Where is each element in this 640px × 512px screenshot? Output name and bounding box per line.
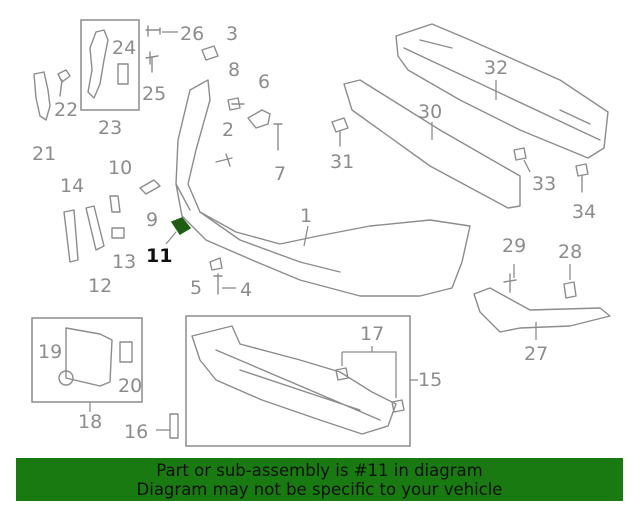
callout-16: 16 [124, 421, 148, 443]
bolt-part-4 [213, 273, 223, 295]
banner-line-2: Diagram may not be specific to your vehi… [136, 479, 503, 499]
clip-part-10 [109, 195, 121, 213]
callout-26: 26 [180, 23, 204, 45]
clip-part-31 [331, 117, 349, 147]
callout-28: 28 [558, 241, 582, 263]
strip-part-14 [63, 209, 79, 263]
callout-22: 22 [54, 99, 78, 121]
bolt-part-33 [513, 147, 527, 161]
callout-21: 21 [32, 143, 56, 165]
undercover-detail [215, 349, 381, 421]
bolt-part-8 [227, 97, 245, 111]
callout-7: 7 [274, 163, 286, 185]
callout-5: 5 [190, 277, 202, 299]
callout-3: 3 [226, 23, 238, 45]
bumper-cover-part-1 [175, 79, 471, 297]
reinforcement-detail [403, 39, 601, 141]
group-box-23 [80, 19, 140, 111]
clip-part-13 [111, 227, 125, 239]
callout-4: 4 [240, 279, 252, 301]
clip-part-24 [117, 63, 129, 85]
bracket-part-18 [65, 327, 113, 387]
callout-18: 18 [78, 411, 102, 433]
banner-line-1: Part or sub-assembly is #11 in diagram [156, 460, 483, 480]
callout-14: 14 [60, 175, 84, 197]
callout-29: 29 [502, 235, 526, 257]
clip-part-17b [391, 399, 405, 413]
callout-8: 8 [228, 59, 240, 81]
undercover-part-15 [191, 325, 397, 435]
callout-27: 27 [524, 343, 548, 365]
bolt-part-22 [57, 69, 71, 97]
callout-33: 33 [532, 173, 556, 195]
callout-17: 17 [360, 323, 384, 345]
info-banner: Part or sub-assembly is #11 in diagram D… [16, 458, 623, 501]
bumper-cover-line [175, 183, 341, 273]
absorber-part-30 [343, 79, 521, 209]
callout-20: 20 [118, 375, 142, 397]
callout-23: 23 [98, 117, 122, 139]
group-box-15 [185, 315, 411, 447]
reinforcement-part-32 [395, 23, 609, 159]
clip-part-5 [209, 257, 223, 271]
bolt-part-29 [503, 273, 517, 293]
callout-2: 2 [222, 119, 234, 141]
callout-25: 25 [142, 83, 166, 105]
fastener-part-9 [139, 179, 161, 195]
callout-31: 31 [330, 151, 354, 173]
bolt-part-7 [273, 123, 283, 151]
callout-11: 11 [146, 245, 172, 267]
bolt-part-2 [215, 153, 233, 167]
clip-part-20 [119, 341, 133, 363]
bracket-part-6 [247, 109, 271, 129]
strip-part-12 [85, 205, 105, 251]
group-box-18 [31, 317, 143, 403]
callout-15: 15 [418, 369, 442, 391]
screw-part-28 [563, 281, 577, 299]
bracket-part-21 [33, 71, 51, 121]
screw-part-19 [58, 370, 74, 386]
clip-part-17a [335, 367, 349, 381]
highlighted-part-11 [170, 217, 192, 236]
callout-6: 6 [258, 71, 270, 93]
callout-19: 19 [38, 341, 62, 363]
screw-part-26 [145, 25, 161, 37]
lower-strip-part-27 [473, 287, 611, 333]
bolt-part-16 [169, 413, 179, 439]
callout-34: 34 [572, 201, 596, 223]
callout-30: 30 [418, 101, 442, 123]
callout-24: 24 [112, 37, 136, 59]
callout-32: 32 [484, 57, 508, 79]
callout-9: 9 [146, 209, 158, 231]
callout-13: 13 [112, 251, 136, 273]
callout-10: 10 [108, 157, 132, 179]
clip-part-3 [201, 45, 219, 61]
bolt-part-34 [575, 163, 589, 193]
diagram-canvas: 1 2 3 4 5 6 7 8 9 10 11 12 13 14 15 16 1… [31, 19, 611, 447]
callout-1: 1 [300, 205, 312, 227]
bracket-part [87, 29, 109, 99]
callout-12: 12 [88, 275, 112, 297]
screw-part-25 [145, 51, 159, 73]
